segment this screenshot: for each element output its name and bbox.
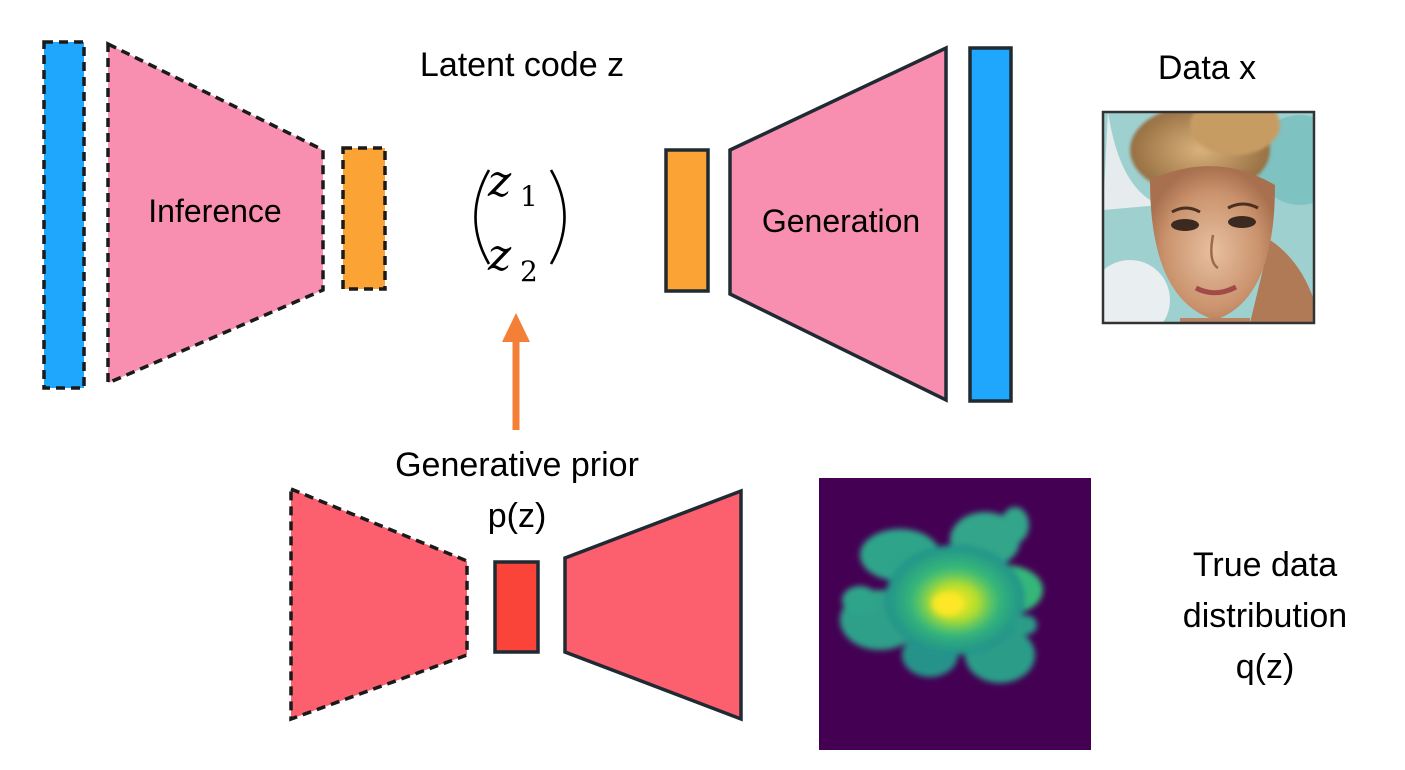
decoder-latent-layer <box>664 148 710 293</box>
true-dist-label-line3: q(z) <box>1236 648 1295 686</box>
inference-trapezoid <box>106 41 325 386</box>
prior-to-latent-arrow <box>502 313 530 430</box>
right-paren <box>549 169 566 265</box>
prior-encoder-trapezoid <box>289 486 469 722</box>
prior-latent-layer <box>493 560 540 654</box>
true-dist-label-line2: distribution <box>1183 597 1347 635</box>
density-heatmap-image <box>819 478 1091 750</box>
encoder-latent-layer <box>341 146 387 291</box>
z2-variable: z <box>487 230 512 281</box>
latent-vector: z 1 z 2 <box>474 156 566 288</box>
inference-label: Inference <box>148 193 281 229</box>
prior-label-line2: p(z) <box>488 497 547 535</box>
z2-subscript: 2 <box>520 255 538 288</box>
encoder-input-layer <box>42 40 86 390</box>
prior-label-line1: Generative prior <box>395 446 639 484</box>
generation-trapezoid <box>728 45 948 403</box>
decoder-output-layer <box>968 46 1013 403</box>
face-photo-image <box>1101 110 1316 325</box>
z1-subscript: 1 <box>520 180 538 213</box>
generation-label: Generation <box>762 203 920 239</box>
left-paren <box>474 169 491 265</box>
z1-variable: z <box>487 156 512 207</box>
prior-decoder-trapezoid <box>563 488 743 722</box>
data-x-label: Data x <box>1158 49 1256 87</box>
latent-code-label: Latent code z <box>420 46 624 84</box>
true-dist-label-line1: True data <box>1193 546 1337 584</box>
